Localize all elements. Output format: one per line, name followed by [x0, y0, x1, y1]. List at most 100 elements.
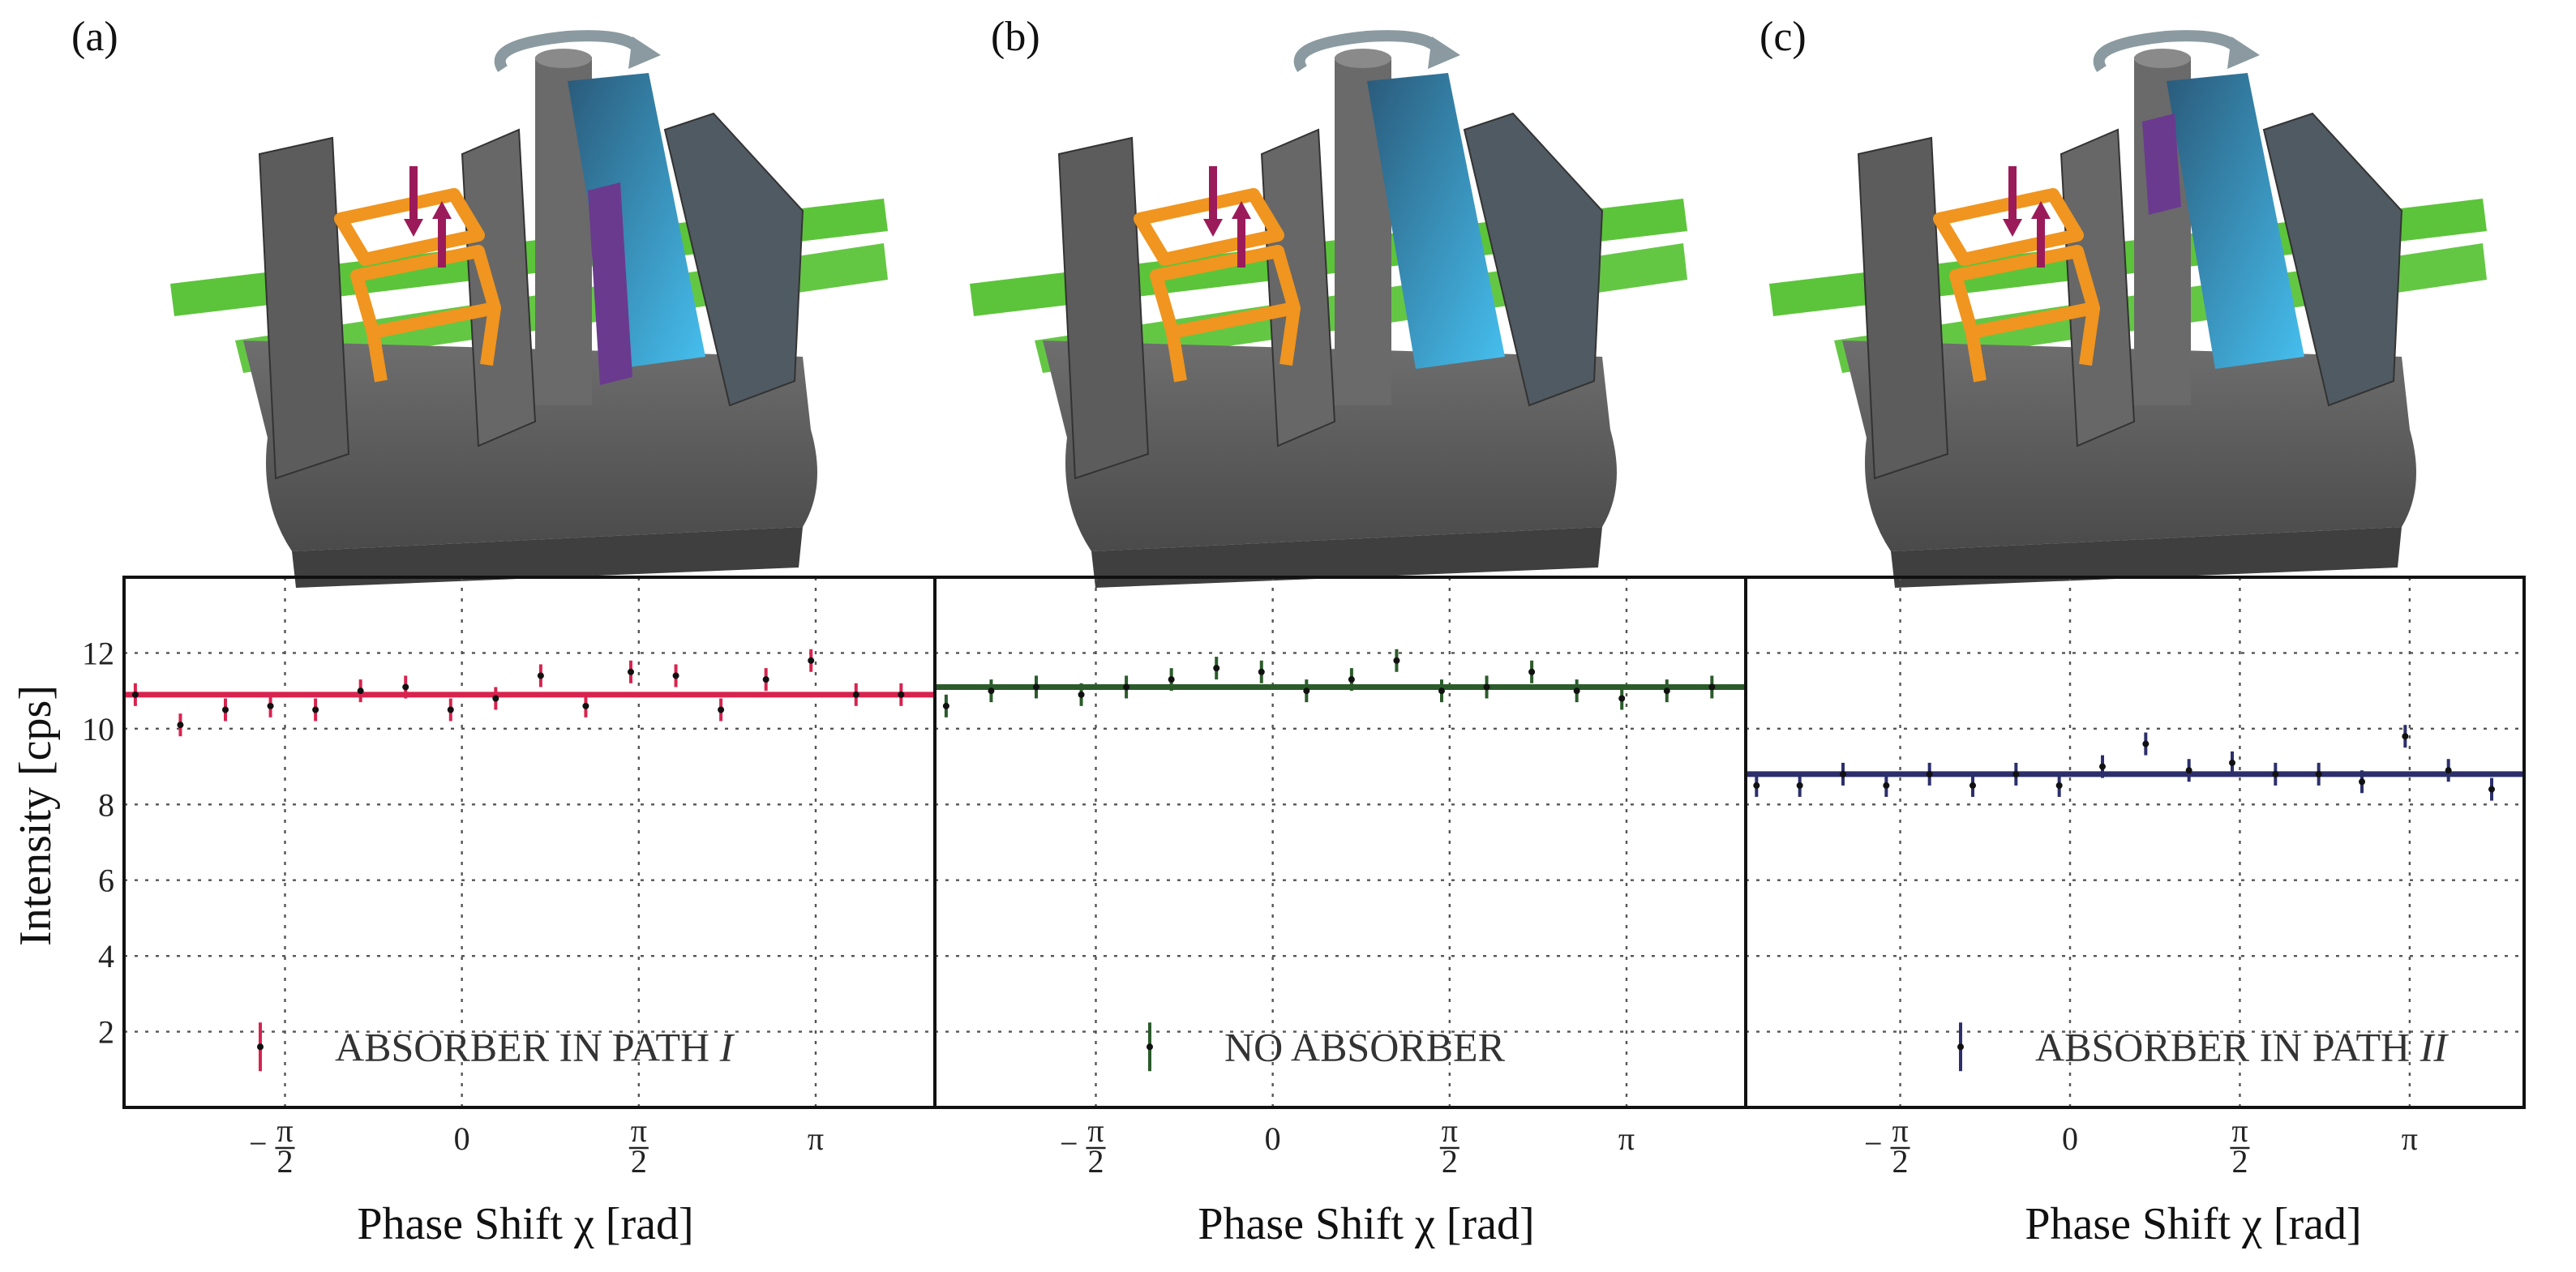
legend-label: ABSORBER IN PATH II	[2035, 1024, 2449, 1069]
svg-text:−: −	[1060, 1125, 1078, 1162]
rotation-arrowhead-icon	[2227, 36, 2260, 69]
data-point	[762, 676, 769, 683]
data-point	[2055, 782, 2063, 789]
data-point	[177, 722, 184, 729]
legend: ABSORBER IN PATH II	[1957, 1022, 2449, 1072]
data-point	[2229, 759, 2235, 766]
pillar-top	[535, 49, 592, 68]
data-point	[2099, 763, 2106, 770]
data-point	[1926, 770, 1933, 777]
svg-text:π: π	[2402, 1120, 2418, 1157]
y-axis-title: Intensity [cps]	[11, 685, 61, 946]
x-tick-label: π	[808, 1120, 824, 1157]
svg-text:2: 2	[1088, 1143, 1104, 1180]
svg-text:2: 2	[277, 1143, 294, 1180]
data-point	[988, 687, 995, 695]
spin-up-head-icon	[1232, 201, 1251, 219]
panel-label-b: (b)	[991, 14, 1040, 60]
x-tick-label: 0	[1265, 1120, 1281, 1157]
svg-text:π: π	[808, 1120, 824, 1157]
absorber-path-ii	[2142, 113, 2181, 215]
data-point	[267, 702, 274, 709]
svg-text:π: π	[1618, 1120, 1635, 1157]
data-point	[2315, 770, 2322, 777]
interferometer-a-icon	[170, 30, 888, 588]
svg-text:π: π	[1892, 1112, 1908, 1149]
data-point	[312, 706, 319, 713]
data-point	[942, 702, 949, 709]
svg-text:−: −	[249, 1125, 268, 1162]
spin-up-head-icon	[432, 201, 452, 219]
x-tick-label: π	[2402, 1120, 2418, 1157]
interferometer-body	[1043, 340, 1617, 551]
rotation-arrow-icon	[2093, 30, 2245, 72]
data-point	[1483, 683, 1490, 691]
blade-3	[2262, 112, 2403, 407]
rotation-arrowhead-icon	[628, 36, 661, 69]
data-point	[2402, 733, 2409, 740]
y-tick-label: 6	[98, 863, 114, 899]
data-point	[2359, 778, 2365, 786]
phase-plate	[568, 73, 705, 369]
legend: ABSORBER IN PATH I	[257, 1022, 735, 1072]
x-tick-label: 0	[2062, 1120, 2078, 1157]
x-tick-label: −π2	[249, 1112, 295, 1180]
svg-text:0: 0	[1265, 1120, 1281, 1157]
body-base	[1091, 527, 1602, 588]
data-point	[628, 668, 634, 675]
data-point	[2445, 767, 2452, 774]
blade-1	[258, 136, 350, 480]
blade-1	[1857, 136, 1949, 480]
coil-legs	[366, 306, 501, 383]
pillar-top	[1335, 49, 1391, 68]
y-tick-label: 10	[82, 711, 114, 747]
legend: NO ABSORBER	[1147, 1022, 1506, 1072]
phase-plate	[1367, 73, 1505, 369]
panel-label-a: (a)	[71, 14, 118, 60]
illustrations	[170, 30, 2487, 588]
blade-2	[1260, 128, 1336, 448]
spin-down-head-icon	[404, 219, 423, 237]
rotation-arrow-icon	[494, 30, 646, 72]
blade-2	[461, 128, 537, 448]
data-point	[1618, 695, 1626, 702]
svg-text:π: π	[631, 1112, 647, 1149]
data-point	[808, 657, 815, 664]
pillar-top	[2134, 49, 2191, 68]
interferometer-body	[243, 340, 817, 551]
x-tick-label: π2	[1439, 1112, 1459, 1180]
data-point	[1078, 691, 1085, 698]
y-tick-label: 12	[82, 635, 114, 671]
data-point	[1168, 676, 1175, 683]
data-point	[2272, 770, 2279, 777]
spin-up-head-icon	[2031, 201, 2051, 219]
y-tick-label: 2	[98, 1014, 114, 1051]
data-point	[537, 672, 544, 679]
svg-text:π: π	[1087, 1112, 1104, 1149]
rotation-arrow-icon	[1293, 30, 1446, 72]
interferometer-c-icon	[1769, 30, 2487, 588]
data-point	[492, 695, 499, 702]
data-point	[2488, 786, 2495, 793]
spin-down-head-icon	[1203, 219, 1223, 237]
data-point	[2185, 767, 2192, 774]
rotation-arrowhead-icon	[1428, 36, 1460, 69]
spin-down-head-icon	[2003, 219, 2022, 237]
data-point	[898, 691, 905, 698]
data-point	[1883, 782, 1890, 789]
data-point	[447, 706, 454, 713]
data-point	[131, 691, 139, 698]
body-base	[1891, 527, 2402, 588]
x-tick-label: π2	[2230, 1112, 2250, 1180]
data-point	[718, 706, 725, 713]
svg-text:2: 2	[631, 1143, 647, 1180]
legend-label: ABSORBER IN PATH I	[335, 1024, 735, 1069]
svg-text:2: 2	[1442, 1143, 1458, 1180]
svg-text:2: 2	[2231, 1143, 2248, 1180]
coil-legs	[1166, 306, 1301, 383]
